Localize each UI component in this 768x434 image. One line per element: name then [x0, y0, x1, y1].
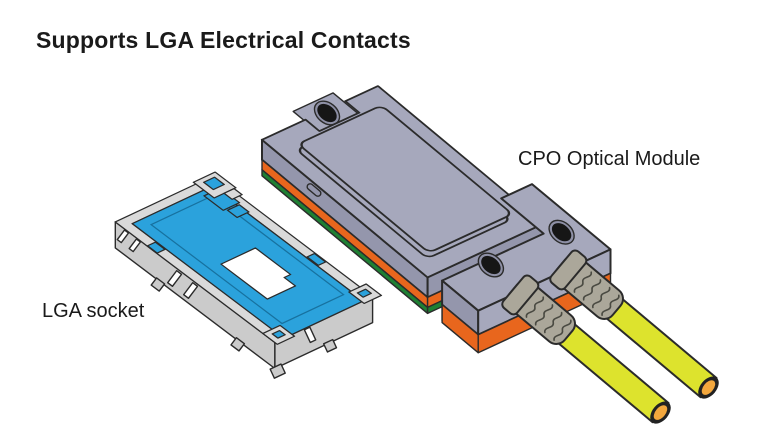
module-body-top — [260, 85, 545, 279]
boot-ridges — [525, 296, 572, 342]
socket-wall-slot — [116, 229, 130, 244]
module-lid-top — [300, 106, 511, 252]
socket-foot — [269, 363, 286, 379]
socket-wall-slot — [182, 281, 199, 299]
module-side-slot — [306, 183, 322, 197]
screw-hole — [551, 223, 572, 242]
socket-corner-pocket — [202, 176, 226, 191]
socket-top — [114, 171, 383, 345]
fiber-tip — [701, 380, 716, 395]
socket-wall-slot — [303, 326, 317, 344]
boot-ridges — [573, 271, 620, 317]
screw-hole — [317, 103, 337, 123]
socket-foot — [230, 336, 246, 352]
screw-hole — [481, 255, 501, 275]
cable-boot-collar — [549, 249, 588, 291]
socket-foot — [322, 338, 338, 353]
socket-foot — [150, 277, 166, 292]
fiber-tip — [653, 405, 668, 420]
cable-boot-collar — [501, 274, 540, 316]
page-title: Supports LGA Electrical Contacts — [36, 27, 411, 53]
optical-cable — [501, 274, 671, 424]
lga-socket-illustration — [114, 171, 383, 379]
module-label: CPO Optical Module — [518, 148, 701, 170]
socket-rim-notch — [306, 253, 327, 266]
socket-corner-slot — [271, 330, 286, 339]
optical-cable — [549, 249, 719, 399]
socket-wall-slot — [166, 269, 183, 287]
socket-corner-post — [223, 188, 243, 200]
socket-rim-notch — [146, 241, 166, 254]
socket-label: LGA socket — [42, 300, 145, 322]
socket-wall-slot — [128, 238, 142, 253]
cpo-module-illustration — [260, 85, 719, 424]
socket-outer-walls — [114, 221, 374, 379]
socket-keying-post — [226, 204, 250, 219]
socket-corner-slot — [356, 288, 373, 298]
socket-floor-opening — [220, 247, 297, 300]
